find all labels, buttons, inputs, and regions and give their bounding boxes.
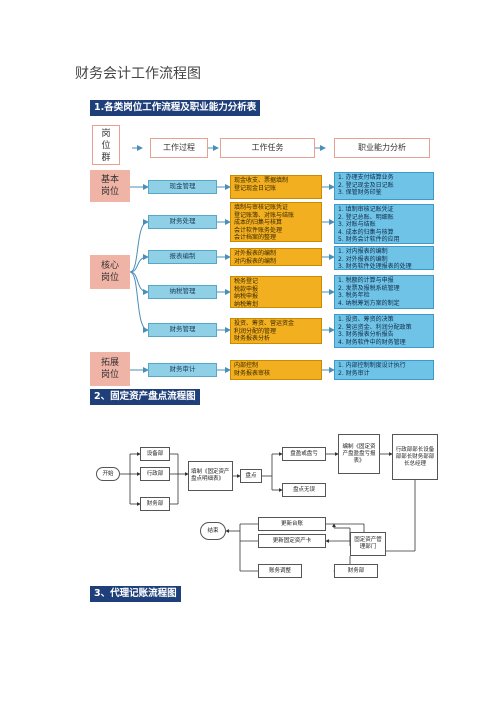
section-2-title: 2、固定资产盘点流程图 [90,389,200,405]
flow-update-ledger: 更新台账 [258,517,326,531]
process-report-preparation: 报表编制 [148,250,217,264]
flow-account-adjustment: 账务调整 [258,564,302,578]
flow-equipment-dept: 设备部 [140,447,170,461]
flow-approval-chain: 行政部部长设备部部长财务部部长总经理 [392,434,438,480]
task-financial-audit: 内部控制 财务报表审核 [230,360,322,380]
ability-cash-management: 1. 办理支付结算业务 2. 登记现金及日记账 3. 保管财务印鉴 [334,172,434,200]
ability-accounting: 1. 填制审核记账凭证 2. 登记总账、明细账 3. 对账与结账 4. 成本的归… [334,204,434,244]
task-financial-management: 投资、筹资、营运资金 利润分配的管理 财务报表分析 [230,318,322,344]
table-connectors [129,145,335,373]
flow-no-discrepancy: 盘点无误 [282,483,326,497]
process-financial-management: 财务管理 [148,323,217,337]
header-ability-analysis: 职业能力分析 [334,138,430,158]
flow-inventory: 盘点 [240,469,262,483]
section-3-title: 3、代理记账流程图 [90,586,181,602]
document-title: 财务会计工作流程图 [75,66,201,82]
task-report-preparation: 对外报表的编制 对内报表的编制 [230,248,322,266]
flow-finance-dept: 财务部 [140,497,170,511]
process-financial-audit: 财务审计 [148,363,217,377]
task-accounting: 填制与审核记账凭证 登记账簿、对账与结账 成本的归集与核算 会计软件账务处理 会… [230,202,322,242]
flow-fill-detail-form: 填制《固定资产盘点明细表》 [188,461,233,491]
task-cash-management: 现金收支、票据填制 登记现金日记账 [230,175,322,199]
job-analysis-table: 岗 位 群 工作过程 工作任务 职业能力分析 基本 岗位 核心 岗位 拓展 岗位… [90,120,435,386]
flow-end: 结束 [200,522,226,540]
ability-report-preparation: 1. 对内报表的编制 2. 对外报表的编制 3. 财务软件处理报表的处理 [334,246,434,270]
flow-surplus-or-loss: 盘盈或盘亏 [282,447,326,461]
group-core-post: 核心 岗位 [90,255,130,289]
task-tax-management: 税务登记 税款申报 纳税申报 纳税筹划 [230,276,322,308]
flow-prepare-report: 编制《固定资产盘盈盘亏报表》 [338,434,380,474]
header-post-group: 岗 位 群 [92,125,120,165]
header-work-task: 工作任务 [220,138,315,158]
fixed-asset-inventory-flowchart: 开始 设备部 行政部 财务部 填制《固定资产盘点明细表》 盘点 盘盈或盘亏 盘点… [90,428,440,578]
flow-update-asset-card: 更新固定资产卡 [258,534,326,548]
group-extended-post: 拓展 岗位 [90,352,130,386]
process-accounting: 财务处理 [148,215,217,229]
flow-asset-management-dept: 固定资产管理部门 [350,532,386,556]
section-1-title: 1.各类岗位工作流程及职业能力分析表 [90,100,261,116]
flow-admin-dept: 行政部 [140,467,170,481]
flow-start: 开始 [96,467,120,481]
ability-tax-management: 1. 税额的计算与申报 2. 发票及报税系统管理 3. 税务年检 4. 纳税筹划… [334,275,434,309]
ability-financial-management: 1. 投资、筹资的决策 2. 营运资金、利润分配政策 3. 财务报表分析报告 4… [334,314,434,348]
flow-finance-dept-2: 财务部 [334,564,378,578]
process-cash-management: 现金管理 [148,180,217,194]
ability-financial-audit: 1. 内部控制制度设计执行 2. 财务审计 [334,360,434,380]
process-tax-management: 纳税管理 [148,285,217,299]
group-basic-post: 基本 岗位 [90,170,130,202]
header-work-process: 工作过程 [150,138,208,158]
